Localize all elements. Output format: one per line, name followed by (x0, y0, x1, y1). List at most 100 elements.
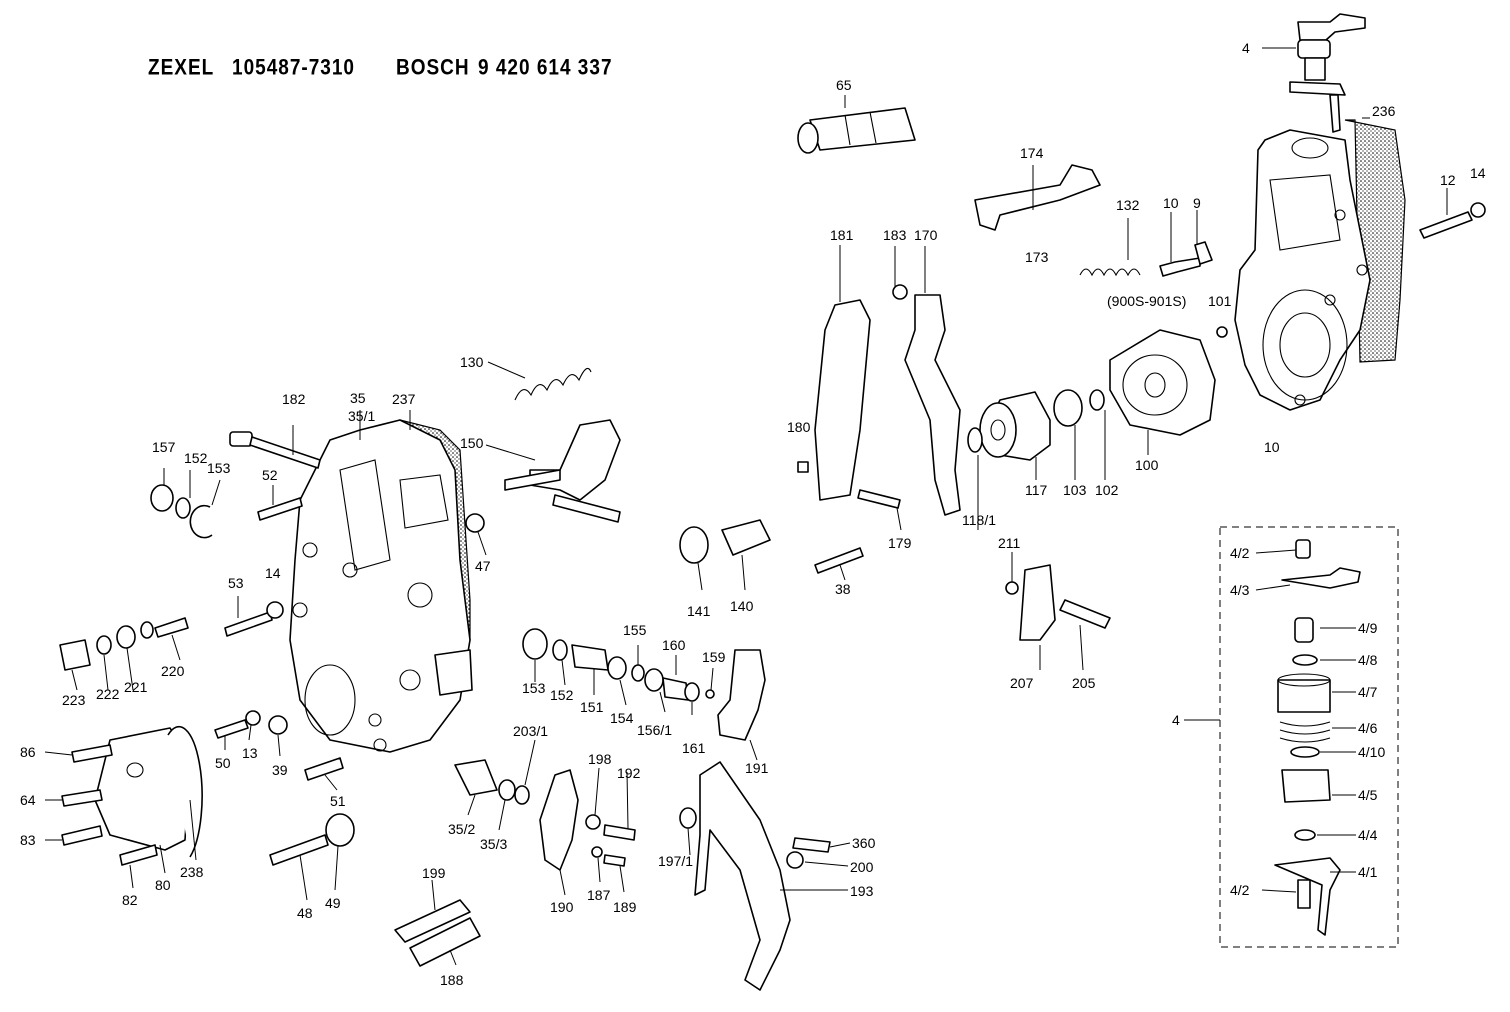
callout-label: 35/3 (480, 836, 507, 852)
leader-lines (44, 47, 1448, 966)
part-152-ring (552, 639, 568, 661)
callout-label: 153 (522, 680, 546, 696)
part-197-1-washer (679, 807, 697, 829)
part-86-screw (71, 744, 113, 763)
part-160-sleeve (662, 677, 689, 701)
callout-label: 222 (96, 686, 120, 702)
part-222-washer (96, 635, 112, 655)
part-193-lever (694, 761, 791, 991)
part-100-flyweight-assembly (1109, 329, 1216, 436)
callout-label: 198 (588, 751, 612, 767)
callout-label: 86 (20, 744, 36, 760)
callout-label: 154 (610, 710, 634, 726)
part-50-screw (214, 719, 249, 739)
callout-label: 4/2 (1230, 882, 1250, 898)
part-48-screw (269, 834, 329, 866)
callout-label: 211 (998, 535, 1021, 551)
callout-label: 50 (215, 755, 231, 771)
callout-label: 12 (1440, 172, 1456, 188)
part-188-sleeve (409, 917, 481, 967)
callout-label: 14 (265, 565, 281, 581)
part-38-screw (814, 547, 864, 574)
callout-label: 187 (587, 887, 611, 903)
callout-label: 150 (460, 435, 484, 451)
callout-label: 237 (392, 391, 416, 407)
header-zexel-part-number: 105487-7310 (232, 56, 355, 81)
callout-label: 52 (262, 467, 278, 483)
part-191-lever-block (717, 649, 766, 741)
part-153-clip (189, 504, 213, 539)
part-52-bolt (257, 497, 303, 521)
callout-label: 49 (325, 895, 341, 911)
callout-label: 193 (850, 883, 874, 899)
callout-label: 4/3 (1230, 582, 1250, 598)
callout-label: 223 (62, 692, 86, 708)
callout-label: 188 (440, 972, 464, 988)
callout-label: 182 (282, 391, 306, 407)
callout-label: 39 (272, 762, 288, 778)
callout-label: 80 (155, 877, 171, 893)
part-211-nut (1005, 581, 1019, 595)
callout-label: 197/1 (658, 853, 693, 869)
part-170-lever (904, 294, 961, 516)
header-brand-zexel: ZEXEL (148, 56, 215, 81)
part-65-sleeve (797, 107, 916, 154)
callout-label: 48 (297, 905, 313, 921)
part-39-nut (268, 715, 288, 735)
part-180-screw (797, 461, 809, 473)
callout-label: 4 (1172, 712, 1180, 728)
part-64-screw (61, 789, 103, 807)
callout-label: 183 (883, 227, 907, 243)
part-117-sleeve (979, 391, 1051, 461)
part-14-nut (1470, 202, 1486, 218)
callout-label: 13 (242, 745, 258, 761)
part-198-washer (585, 814, 601, 830)
part-223-cap (59, 639, 91, 671)
callout-label: 9 (1193, 195, 1201, 211)
callout-label: 35 (350, 390, 366, 406)
callout-label: 65 (836, 77, 852, 93)
callout-label: 38 (835, 581, 851, 597)
part-199-spring (394, 899, 471, 943)
part-35-3-washer (498, 779, 516, 801)
part-192-screw (603, 824, 636, 841)
part-35-housing (289, 419, 473, 753)
callout-label: 35/1 (348, 408, 375, 424)
detail-4-parts (1274, 539, 1361, 936)
callout-label: 199 (422, 865, 446, 881)
part-182-stud (229, 431, 321, 469)
part-156-1-washer (644, 668, 664, 692)
part-102-ring (1089, 389, 1105, 411)
callout-label: 156/1 (637, 722, 672, 738)
callout-label: 157 (152, 439, 176, 455)
callout-label: 4/9 (1358, 620, 1378, 636)
callout-label: 173 (1025, 249, 1049, 265)
callout-label: 64 (20, 792, 36, 808)
callout-label: 103 (1063, 482, 1087, 498)
callout-label: 152 (550, 687, 574, 703)
callout-label: 82 (122, 892, 138, 908)
part-82-screw (119, 844, 158, 866)
callout-label: 47 (475, 558, 491, 574)
callout-label: 130 (460, 354, 484, 370)
callout-label: 203/1 (513, 723, 548, 739)
part-153-ring (522, 628, 548, 660)
part-9-clip (1194, 241, 1213, 265)
callout-label: 189 (613, 899, 637, 915)
part-220-screw (154, 617, 189, 638)
part-150-lever-shaft (504, 419, 621, 523)
part-151-sleeve (571, 644, 609, 671)
callout-label: 4/5 (1358, 787, 1378, 803)
part-132-spring (1079, 268, 1141, 277)
callout-label: (900S-901S) (1107, 293, 1186, 309)
callout-label: 238 (180, 864, 204, 880)
part-152-oring (175, 497, 191, 519)
part-51-screw (304, 757, 344, 781)
callout-label: 160 (662, 637, 686, 653)
part-200-washer (786, 851, 804, 869)
part-174-bracket (974, 164, 1101, 231)
callout-label: 190 (550, 899, 574, 915)
callout-label: 140 (730, 598, 754, 614)
callout-label: 192 (617, 765, 641, 781)
